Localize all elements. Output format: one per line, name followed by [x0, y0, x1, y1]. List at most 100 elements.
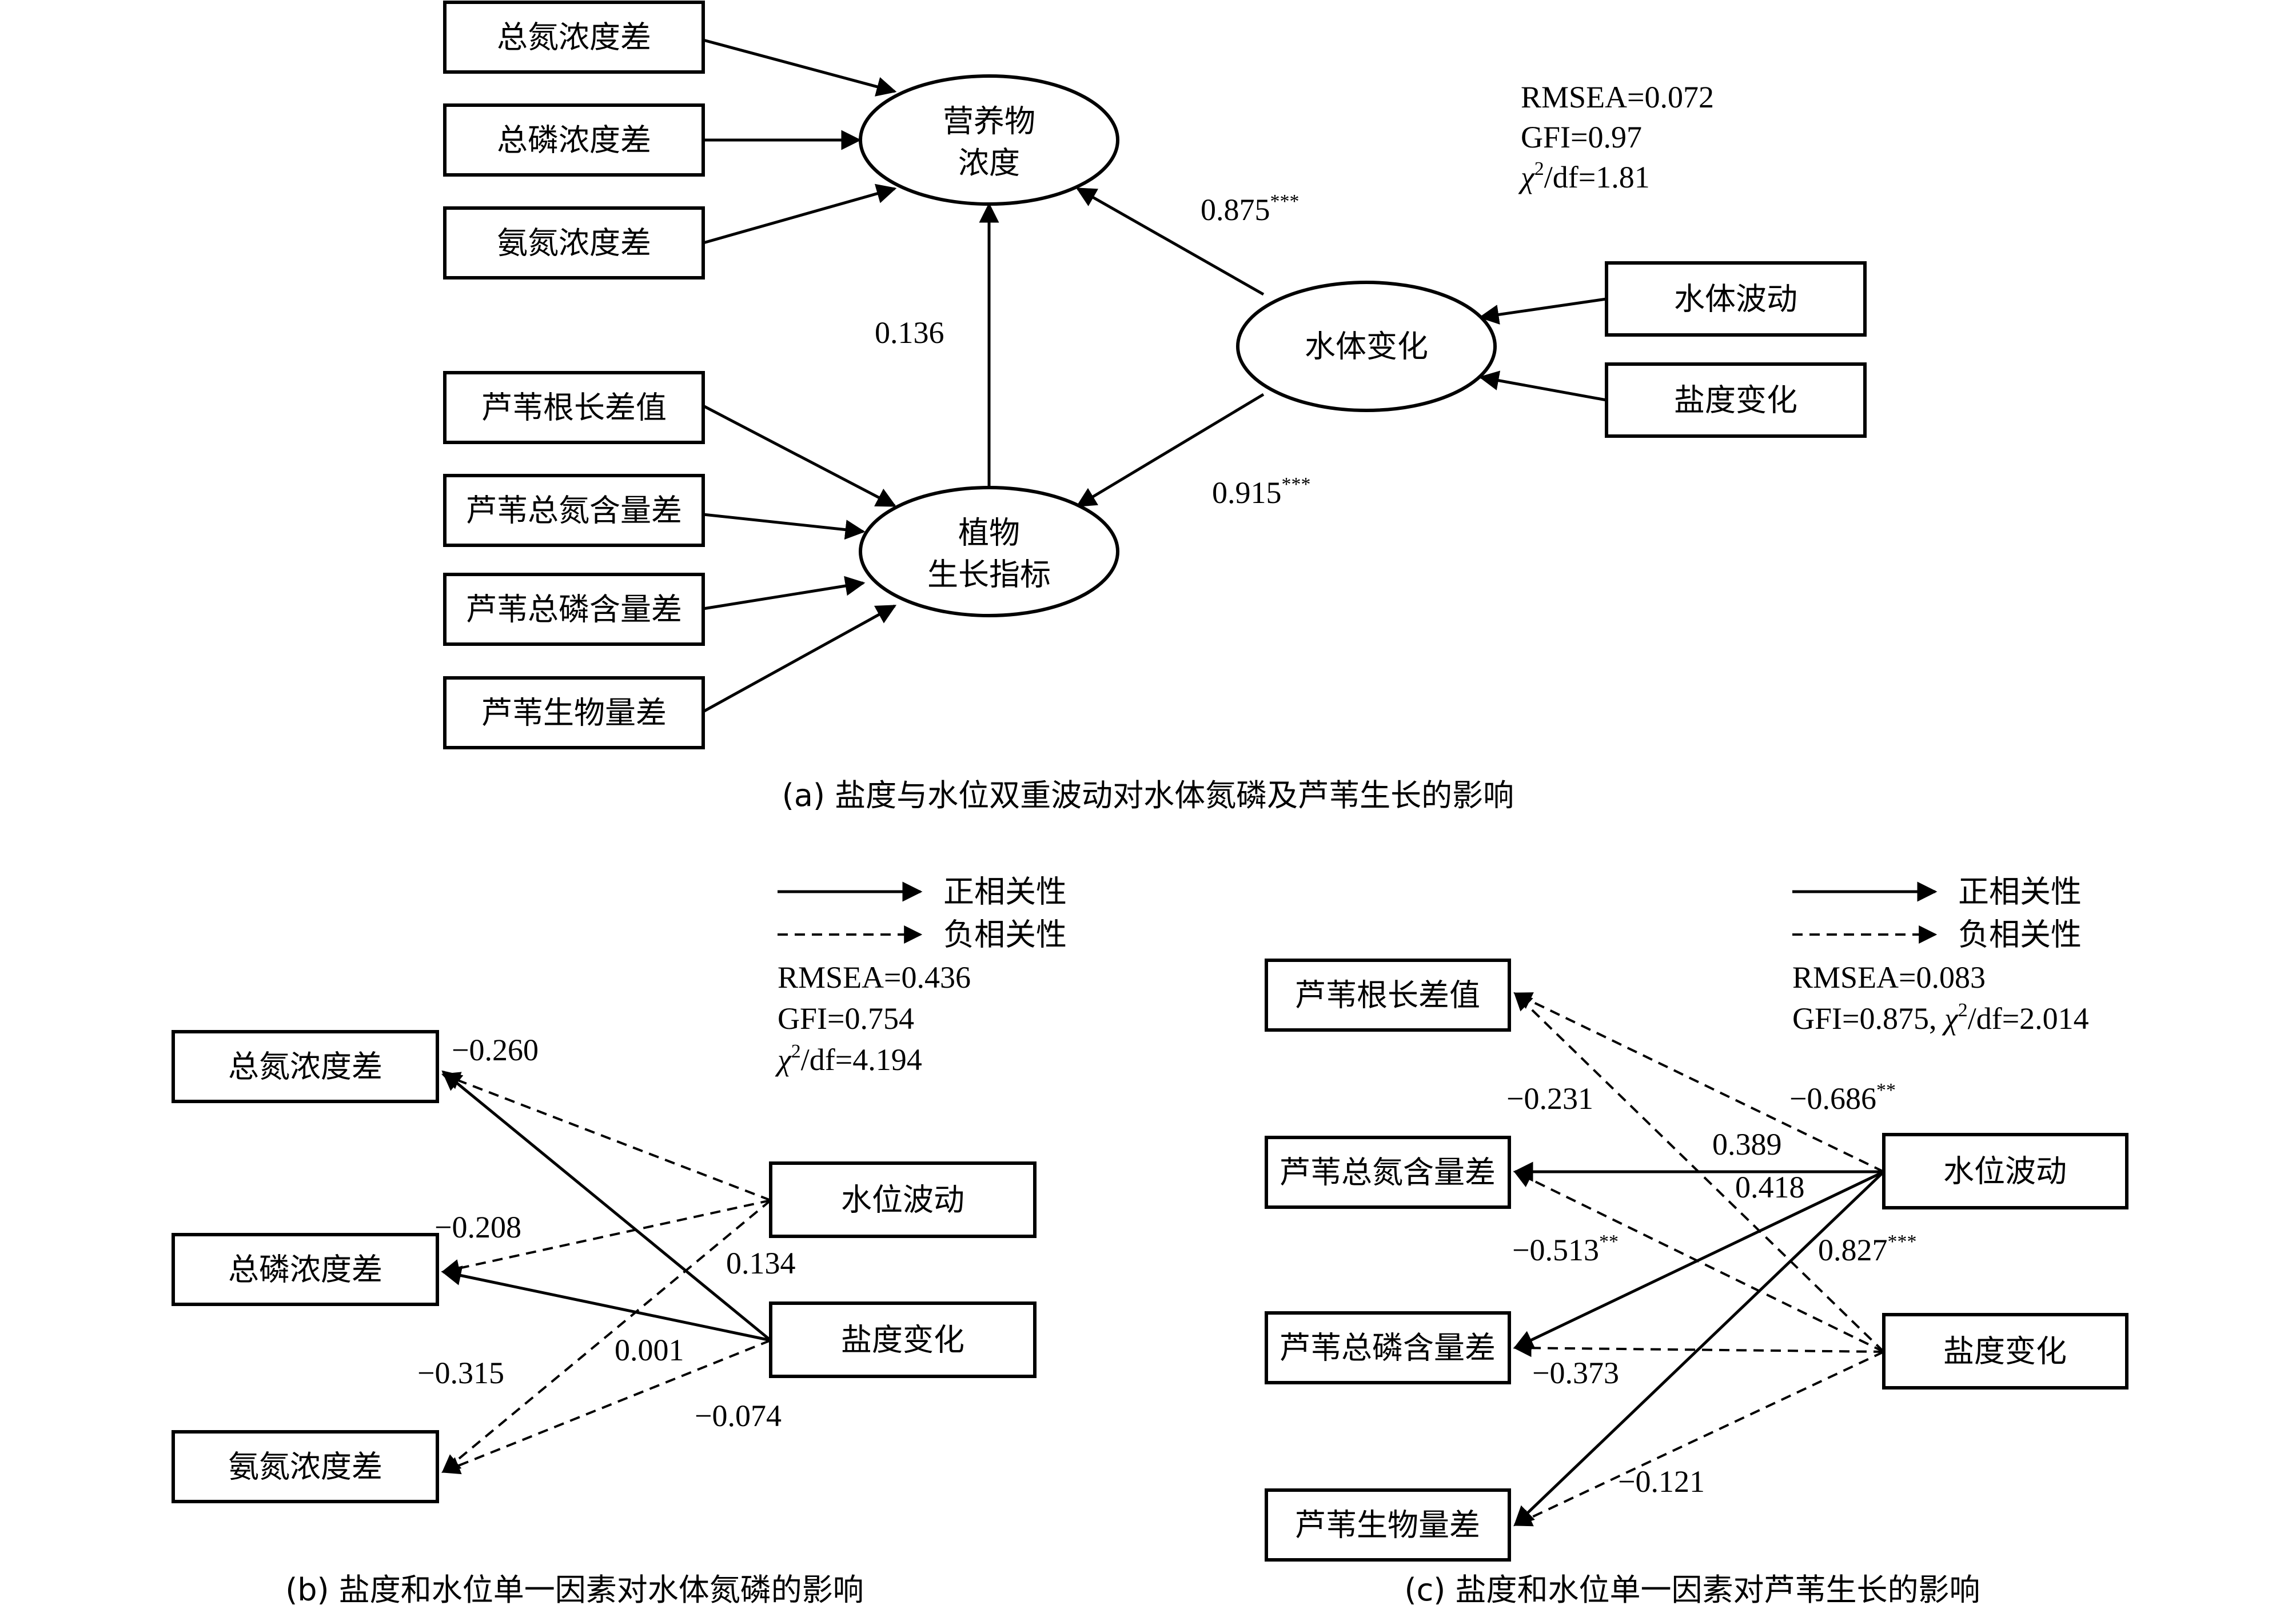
- arrow-rtp-plant: [703, 576, 866, 610]
- fit-statistics-a: RMSEA=0.072 GFI=0.97 χ2/df=1.81: [1518, 80, 1714, 194]
- box-ammonia-nitrogen: 氨氮浓度差: [443, 206, 705, 280]
- arrow-sc-water: [1478, 370, 1607, 402]
- coef-plant-nutrient: 0.136: [875, 316, 944, 350]
- box-c-water-level: 水位波动: [1882, 1133, 2128, 1209]
- caption-a: (a) 盐度与水位双重波动对水体氮磷及芦苇生长的影响: [782, 777, 1514, 813]
- arrow-sc-tp: [441, 1265, 771, 1342]
- coef-b-wl-an: −0.315: [417, 1356, 504, 1390]
- box-b-total-phosphorus: 总磷浓度差: [172, 1233, 439, 1306]
- box-b-total-nitrogen: 总氮浓度差: [172, 1030, 439, 1103]
- svg-text:总氮浓度差: 总氮浓度差: [497, 19, 651, 55]
- coef-c-wl-root: −0.686**: [1789, 1080, 1896, 1116]
- svg-text:水体变化: 水体变化: [1305, 329, 1428, 365]
- arrow-sc-tn: [441, 1070, 772, 1341]
- latent-water-change: 水体变化: [1236, 281, 1497, 412]
- box-b-ammonia-nitrogen: 氨氮浓度差: [172, 1430, 439, 1503]
- svg-text:RMSEA=0.436: RMSEA=0.436: [778, 960, 971, 995]
- fit-statistics-c: RMSEA=0.083 GFI=0.875, χ2/df=2.014: [1792, 960, 2089, 1036]
- svg-text:GFI=0.875, χ2/df=2.014: GFI=0.875, χ2/df=2.014: [1792, 1000, 2089, 1036]
- svg-text:芦苇总氮含量差: 芦苇总氮含量差: [466, 493, 682, 529]
- coef-c-sc-bio: −0.121: [1618, 1464, 1705, 1499]
- svg-text:水位波动: 水位波动: [1943, 1153, 2067, 1189]
- box-c-reed-total-nitrogen: 芦苇总氮含量差: [1265, 1136, 1511, 1209]
- svg-text:χ2/df=1.81: χ2/df=1.81: [1518, 158, 1650, 194]
- box-b-water-level: 水位波动: [769, 1161, 1037, 1238]
- box-c-reed-total-phosphorus: 芦苇总磷含量差: [1265, 1311, 1511, 1384]
- arrow-sc-an: [441, 1339, 771, 1475]
- svg-text:χ2/df=4.194: χ2/df=4.194: [775, 1041, 922, 1077]
- latent-plant-growth-index: 植物 生长指标: [859, 486, 1119, 617]
- svg-text:芦苇生物量差: 芦苇生物量差: [481, 695, 667, 731]
- box-reed-total-nitrogen: 芦苇总氮含量差: [443, 474, 705, 547]
- arrow-tn-nutrient: [703, 38, 897, 97]
- svg-text:总磷浓度差: 总磷浓度差: [228, 1252, 382, 1288]
- svg-text:总氮浓度差: 总氮浓度差: [228, 1049, 382, 1085]
- svg-text:正相关性: 正相关性: [1958, 874, 2082, 910]
- svg-text:植物: 植物: [958, 515, 1020, 551]
- svg-text:总磷浓度差: 总磷浓度差: [497, 122, 651, 158]
- box-total-phosphorus: 总磷浓度差: [443, 103, 705, 177]
- coef-c-sc-rtp: −0.373: [1532, 1356, 1619, 1390]
- arrow-rtn-plant: [703, 513, 866, 540]
- svg-text:营养物: 营养物: [943, 103, 1035, 139]
- box-c-salinity: 盐度变化: [1882, 1313, 2128, 1390]
- svg-text:芦苇总磷含量差: 芦苇总磷含量差: [1279, 1330, 1496, 1366]
- svg-text:芦苇根长差值: 芦苇根长差值: [481, 390, 667, 426]
- coef-c-sc-rtn: 0.418: [1735, 1170, 1805, 1204]
- svg-text:芦苇总氮含量差: 芦苇总氮含量差: [1279, 1155, 1496, 1191]
- coef-b-wl-tn: −0.260: [452, 1033, 539, 1067]
- panel-b: 正相关性 负相关性 RMSEA=0.436 GFI=0.754 χ2/df=4.…: [172, 874, 1067, 1608]
- coef-water-nutrient: 0.875***: [1201, 191, 1300, 227]
- coef-b-sc-tp: 0.134: [726, 1246, 796, 1280]
- arrow-c-wl-rtp: [1513, 1170, 1885, 1350]
- svg-text:生长指标: 生长指标: [927, 557, 1051, 593]
- legend-b: 正相关性 负相关性: [778, 874, 1067, 953]
- svg-text:负相关性: 负相关性: [943, 917, 1067, 953]
- box-salinity-change: 盐度变化: [1605, 362, 1867, 438]
- box-b-salinity: 盐度变化: [769, 1301, 1037, 1378]
- svg-text:GFI=0.97: GFI=0.97: [1521, 120, 1642, 154]
- svg-text:RMSEA=0.083: RMSEA=0.083: [1792, 960, 1986, 995]
- svg-text:氨氮浓度差: 氨氮浓度差: [497, 225, 651, 261]
- coef-b-sc-tn: 0.001: [615, 1333, 684, 1367]
- svg-text:氨氮浓度差: 氨氮浓度差: [228, 1449, 382, 1485]
- svg-text:负相关性: 负相关性: [1958, 917, 2082, 953]
- box-reed-total-phosphorus: 芦苇总磷含量差: [443, 573, 705, 646]
- panel-a: 总氮浓度差 总磷浓度差 氨氮浓度差 芦苇根长差值 芦苇总氮含量差 芦苇总磷含量差…: [443, 1, 1867, 813]
- coef-c-wl-rtp: −0.513**: [1512, 1231, 1619, 1267]
- arrow-wf-water: [1478, 297, 1607, 325]
- arrow-wl-tn: [441, 1072, 771, 1201]
- caption-b: (b) 盐度和水位单一因素对水体氮磷的影响: [285, 1572, 864, 1608]
- svg-text:水体波动: 水体波动: [1674, 281, 1797, 317]
- svg-text:浓度: 浓度: [958, 145, 1020, 181]
- coef-c-wl-rtn: 0.389: [1712, 1127, 1782, 1161]
- panel-c: 正相关性 负相关性 RMSEA=0.083 GFI=0.875, χ2/df=2…: [1265, 874, 2128, 1608]
- arrow-c-wl-bio: [1513, 1171, 1885, 1527]
- svg-text:芦苇根长差值: 芦苇根长差值: [1295, 977, 1480, 1013]
- svg-text:盐度变化: 盐度变化: [841, 1322, 964, 1358]
- svg-text:正相关性: 正相关性: [943, 874, 1067, 910]
- svg-text:芦苇生物量差: 芦苇生物量差: [1295, 1507, 1480, 1543]
- arrow-c-sc-rtp: [1513, 1339, 1884, 1358]
- coef-b-wl-tp: −0.208: [435, 1210, 521, 1244]
- caption-c: (c) 盐度和水位单一因素对芦苇生长的影响: [1405, 1572, 1980, 1608]
- arrow-an-nutrient: [703, 183, 897, 245]
- coef-c-sc-root: −0.231: [1506, 1081, 1593, 1116]
- coef-water-plant: 0.915***: [1212, 474, 1311, 510]
- svg-text:水位波动: 水位波动: [841, 1182, 964, 1218]
- arrow-water-nutrient: [1075, 187, 1265, 296]
- arrow-wl-tp: [441, 1199, 771, 1277]
- latent-nutrient-concentration: 营养物 浓度: [859, 74, 1119, 206]
- svg-text:盐度变化: 盐度变化: [1674, 382, 1797, 418]
- fit-statistics-b: RMSEA=0.436 GFI=0.754 χ2/df=4.194: [775, 960, 971, 1077]
- box-reed-biomass: 芦苇生物量差: [443, 676, 705, 749]
- legend-c: 正相关性 负相关性: [1792, 874, 2082, 953]
- arrow-root-plant: [702, 404, 897, 508]
- box-c-reed-biomass: 芦苇生物量差: [1265, 1488, 1511, 1562]
- coef-c-wl-bio: 0.827***: [1818, 1231, 1917, 1267]
- arrow-bio-plant: [702, 604, 897, 713]
- svg-text:RMSEA=0.072: RMSEA=0.072: [1521, 80, 1714, 114]
- svg-text:GFI=0.754: GFI=0.754: [778, 1001, 914, 1036]
- svg-text:盐度变化: 盐度变化: [1943, 1333, 2067, 1370]
